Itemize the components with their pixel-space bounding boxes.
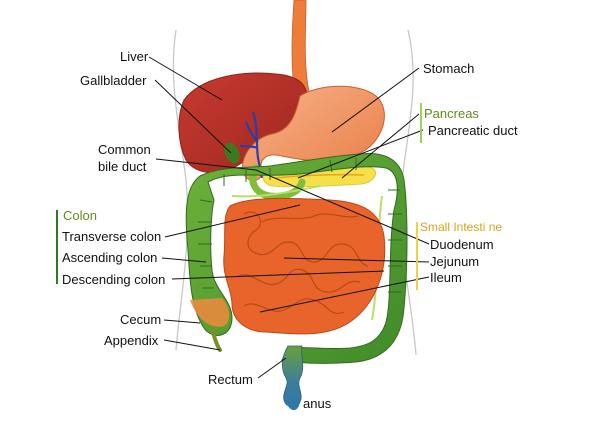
label-anus: anus	[303, 396, 332, 411]
leader-ascending-colon	[161, 257, 207, 263]
leader-pancreatic-duct	[297, 129, 424, 179]
leader-appendix	[163, 339, 221, 351]
appendix	[210, 326, 222, 352]
label-common-bile-duct-line1: Common	[98, 142, 151, 157]
leader-gallbladder	[154, 79, 232, 154]
leader-stomach	[331, 67, 420, 133]
label-ascending-colon: Ascending colon	[62, 250, 158, 265]
leader-duodenum	[255, 169, 430, 245]
anus	[286, 400, 300, 411]
leader-jejunum	[283, 257, 430, 263]
label-colon-group: Colon	[63, 208, 97, 223]
small-intestine	[223, 197, 386, 335]
duodenum	[249, 164, 306, 200]
gallbladder	[224, 142, 240, 164]
leader-descending-colon	[171, 270, 385, 280]
label-liver: Liver	[120, 49, 149, 64]
leader-transverse-colon	[164, 204, 301, 238]
label-pancreatic-duct: Pancreatic duct	[428, 123, 518, 138]
label-small-intestine-group: Small Intesti ne	[420, 220, 503, 234]
leader-liver	[148, 56, 223, 101]
pancreas-group-bar	[420, 103, 422, 143]
rectum	[282, 345, 304, 408]
label-gallbladder: Gallbladder	[80, 73, 147, 88]
label-cecum: Cecum	[120, 312, 162, 327]
leader-common-bile-duct	[155, 158, 257, 171]
colon-group-bar	[56, 210, 58, 284]
bile-duct	[239, 111, 264, 179]
label-duodenum: Duodenum	[430, 237, 494, 252]
small-intestine-coils	[237, 211, 369, 314]
colon-haustra	[198, 158, 402, 293]
body-outline	[172, 29, 189, 351]
label-rectum: Rectum	[208, 372, 253, 387]
label-ileum: Ileum	[430, 270, 462, 285]
label-common-bile-duct-line2: bile duct	[98, 159, 147, 174]
colon	[185, 153, 408, 364]
label-jejunum: Jejunum	[430, 254, 480, 269]
label-descending-colon: Descending colon	[62, 272, 166, 287]
label-pancreas: Pancreas	[424, 106, 479, 121]
label-stomach: Stomach	[423, 61, 475, 76]
leader-cecum	[163, 319, 201, 324]
leader-ileum	[259, 276, 430, 313]
label-appendix: Appendix	[104, 333, 159, 348]
label-transverse-colon: Transverse colon	[62, 229, 162, 244]
pancreatic-duct	[275, 173, 365, 179]
leader-rectum	[257, 357, 287, 379]
small-intestine-group-bar	[416, 222, 418, 290]
cecum	[190, 298, 230, 327]
